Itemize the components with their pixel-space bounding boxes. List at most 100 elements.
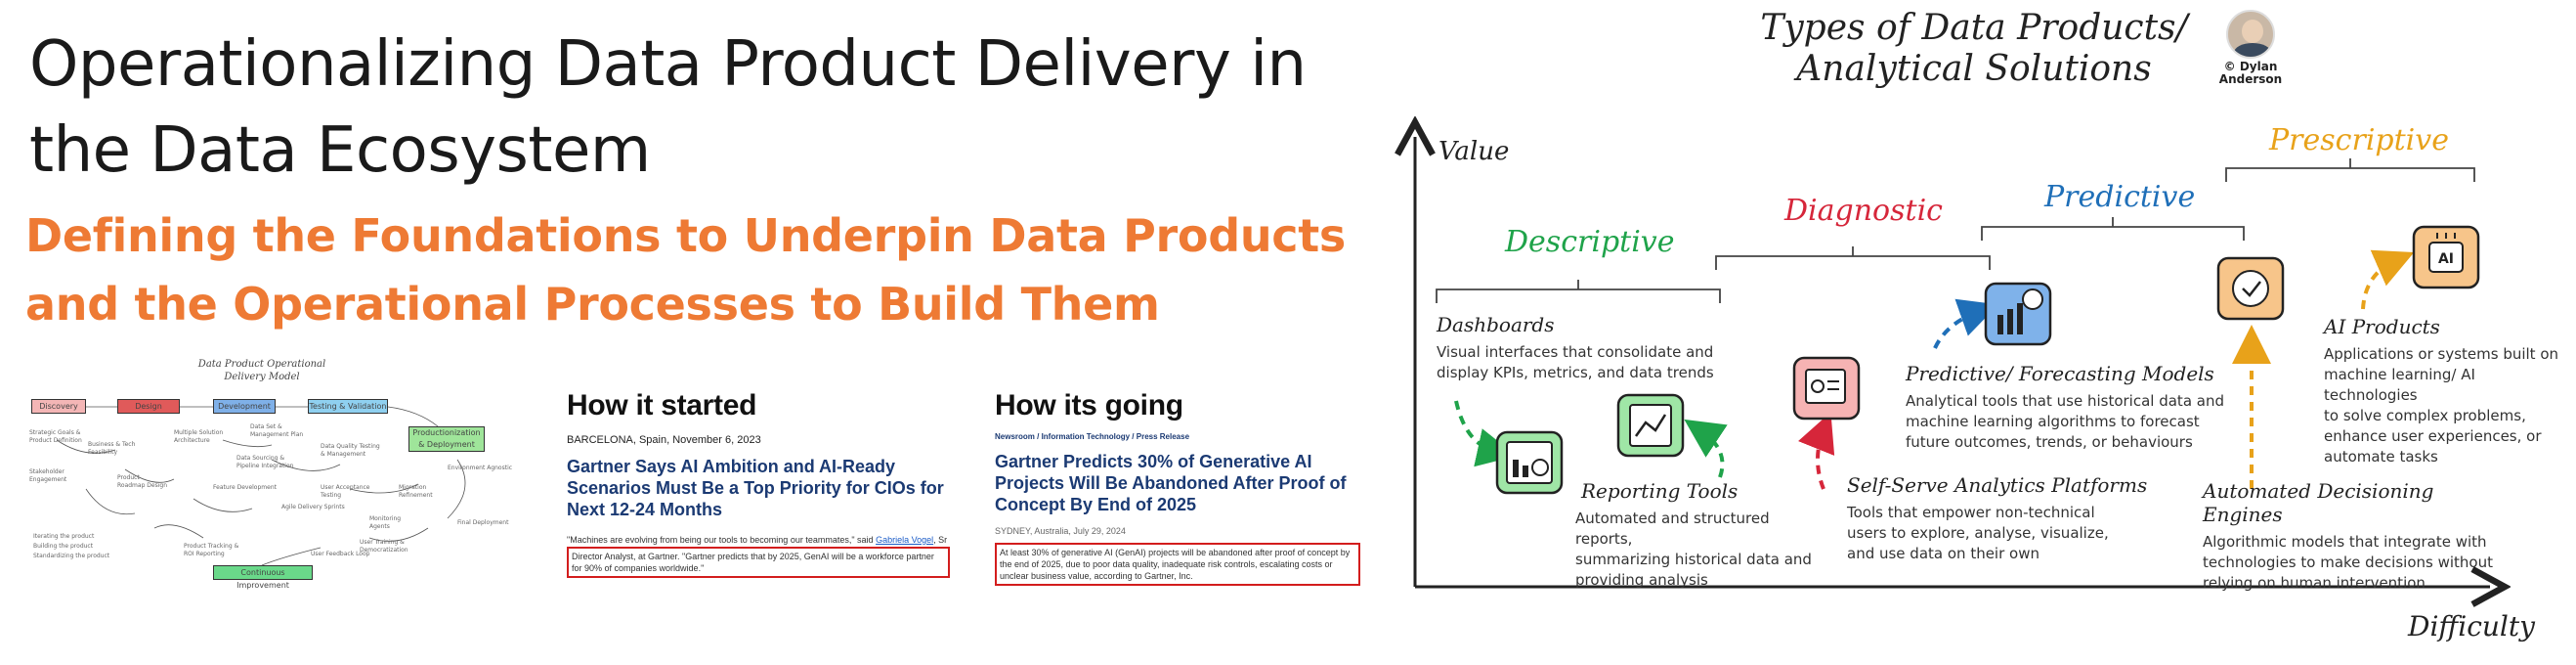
x-axis-label: Difficulty bbox=[2408, 610, 2535, 643]
svg-text:Product Tracking &: Product Tracking & bbox=[184, 543, 239, 550]
svg-text:Engagement: Engagement bbox=[29, 476, 67, 483]
quote-text: "Machines are evolving from being our to… bbox=[567, 535, 874, 545]
stage-development: Development bbox=[213, 399, 276, 414]
svg-text:Data Sourcing &: Data Sourcing & bbox=[236, 455, 284, 462]
author-credit-line-1: © Dylan bbox=[2223, 60, 2278, 73]
page-subtitle: Defining the Foundations to Underpin Dat… bbox=[25, 209, 1347, 331]
product-decisioning-desc-line: Algorithmic models that integrate with bbox=[2203, 533, 2487, 551]
product-reporting-tools: Reporting Tools Automated and structured… bbox=[1575, 479, 1829, 591]
arrow-descriptive-1 bbox=[1454, 400, 1517, 467]
svg-text:Democratization: Democratization bbox=[360, 547, 408, 554]
arrow-descriptive-2 bbox=[1684, 419, 1728, 478]
news-left-quote: "Machines are evolving from being our to… bbox=[567, 534, 958, 546]
svg-text:Multiple Solution: Multiple Solution bbox=[174, 429, 223, 436]
author-credit: © Dylan Anderson bbox=[2211, 61, 2291, 86]
svg-text:Agents: Agents bbox=[369, 523, 390, 530]
delivery-model-diagram: Data Product Operational Delivery Model … bbox=[27, 352, 555, 598]
svg-text:User Feedback Loop: User Feedback Loop bbox=[311, 551, 370, 557]
infographic-title-line-1: Types of Data Products/ bbox=[1760, 8, 2188, 48]
svg-text:Product Definition: Product Definition bbox=[29, 437, 82, 444]
product-decisioning-desc: Algorithmic models that integrate with t… bbox=[2203, 532, 2515, 594]
product-ai-name: AI Products bbox=[2324, 315, 2440, 338]
product-dashboards-desc-line: Visual interfaces that consolidate and bbox=[1437, 343, 1714, 361]
product-reporting-desc-line: Automated and structured reports, bbox=[1575, 510, 1770, 548]
svg-text:Standardizing the product: Standardizing the product bbox=[33, 553, 110, 559]
quote-text-end: , Sr bbox=[933, 535, 948, 545]
category-descriptive: Descriptive bbox=[1505, 225, 1675, 259]
svg-text:Roadmap Design: Roadmap Design bbox=[117, 482, 167, 489]
product-decisioning-name: Automated Decisioning Engines bbox=[2203, 479, 2434, 526]
category-diagnostic: Diagnostic bbox=[1784, 194, 1943, 228]
news-left-dateline: BARCELONA, Spain, November 6, 2023 bbox=[567, 434, 761, 446]
product-self-serve-desc-line: Tools that empower non-technical bbox=[1847, 504, 2095, 521]
svg-text:Feasibility: Feasibility bbox=[88, 449, 117, 456]
dashboard-icon bbox=[1495, 430, 1564, 495]
forecasting-icon bbox=[1984, 282, 2052, 346]
product-predictive-desc-line: machine learning algorithms to forecast bbox=[1906, 413, 2200, 430]
svg-text:Pipeline Integration: Pipeline Integration bbox=[236, 463, 294, 469]
decision-engine-icon bbox=[2216, 256, 2285, 321]
ai-product-icon: AI bbox=[2412, 225, 2480, 289]
product-ai-desc-line: automate tasks bbox=[2324, 448, 2438, 466]
news-left-headline: Gartner Says AI Ambition and AI-Ready Sc… bbox=[567, 457, 944, 519]
product-predictive-desc-line: future outcomes, trends, or behaviours bbox=[1906, 433, 2193, 451]
product-ai: AI Products Applications or systems buil… bbox=[2324, 315, 2568, 467]
news-left-heading: How it started bbox=[567, 389, 757, 421]
stage-testing: Testing & Validation bbox=[308, 399, 388, 414]
product-reporting-desc-line: providing analysis bbox=[1575, 571, 1708, 589]
svg-text:& Management: & Management bbox=[321, 451, 366, 458]
product-ai-desc-line: Applications or systems built on bbox=[2324, 345, 2559, 363]
svg-text:Data Quality Testing: Data Quality Testing bbox=[321, 443, 380, 450]
news-right-highlight: At least 30% of generative AI (GenAI) pr… bbox=[995, 543, 1360, 586]
news-left-highlight: Director Analyst, at Gartner. "Gartner p… bbox=[567, 547, 950, 578]
author-credit-line-2: Anderson bbox=[2218, 72, 2283, 86]
product-reporting-desc: Automated and structured reports, summar… bbox=[1575, 509, 1829, 591]
product-ai-desc-line: enhance user experiences, or bbox=[2324, 427, 2542, 445]
svg-text:Iterating the product: Iterating the product bbox=[33, 533, 95, 540]
svg-text:Final Deployment: Final Deployment bbox=[457, 519, 509, 526]
product-reporting-desc-line: summarizing historical data and bbox=[1575, 551, 1812, 568]
svg-text:ROI Reporting: ROI Reporting bbox=[184, 551, 225, 557]
product-decisioning: Automated Decisioning Engines Algorithmi… bbox=[2203, 479, 2515, 594]
arrow-prescriptive-2 bbox=[2361, 249, 2415, 310]
product-predictive-name: Predictive/ Forecasting Models bbox=[1906, 362, 2214, 385]
product-predictive-desc-line: Analytical tools that use historical dat… bbox=[1906, 392, 2224, 410]
news-right-breadcrumb[interactable]: Newsroom / Information Technology / Pres… bbox=[995, 432, 1190, 441]
bracket-descriptive bbox=[1436, 280, 1721, 303]
svg-text:Stakeholder: Stakeholder bbox=[29, 468, 64, 475]
product-predictive-desc: Analytical tools that use historical dat… bbox=[1906, 391, 2238, 453]
y-axis-label: Value bbox=[1438, 137, 1510, 166]
bracket-predictive bbox=[1981, 217, 2245, 241]
product-decisioning-desc-line: relying on human intervention bbox=[2203, 574, 2426, 592]
product-ai-desc: Applications or systems built on machine… bbox=[2324, 344, 2568, 467]
delivery-model-connectors: Strategic Goals &Product Definition Busi… bbox=[29, 406, 512, 566]
arrow-diagnostic bbox=[1798, 412, 1835, 490]
news-right-headline: Gartner Predicts 30% of Generative AI Pr… bbox=[995, 452, 1347, 514]
product-reporting-name: Reporting Tools bbox=[1581, 479, 1739, 503]
svg-text:Migration: Migration bbox=[399, 484, 426, 491]
stage-improvement: Continuous Improvement bbox=[213, 565, 313, 590]
quote-author-link[interactable]: Gabriela Vogel bbox=[876, 535, 934, 545]
product-self-serve-desc-line: and use data on their own bbox=[1847, 545, 2039, 562]
author-avatar bbox=[2226, 10, 2275, 59]
stage-design: Design bbox=[117, 399, 180, 414]
product-self-serve-name: Self-Serve Analytics Platforms bbox=[1847, 473, 2148, 497]
svg-text:Strategic Goals &: Strategic Goals & bbox=[29, 429, 81, 436]
svg-text:Monitoring: Monitoring bbox=[369, 515, 401, 522]
category-predictive: Predictive bbox=[2044, 180, 2196, 214]
report-icon bbox=[1616, 393, 1685, 458]
svg-text:User Training &: User Training & bbox=[360, 539, 405, 546]
product-dashboards-desc-line: display KPIs, metrics, and data trends bbox=[1437, 364, 1714, 381]
news-right-heading: How its going bbox=[995, 389, 1183, 421]
product-ai-desc-line: to solve complex problems, bbox=[2324, 407, 2526, 424]
product-dashboards-desc: Visual interfaces that consolidate and d… bbox=[1437, 342, 1730, 383]
delivery-model-title: Data Product Operational Delivery Model bbox=[197, 359, 326, 382]
product-decisioning-desc-line: technologies to make decisions without bbox=[2203, 554, 2493, 571]
svg-text:AI: AI bbox=[2438, 251, 2454, 267]
svg-text:Management Plan: Management Plan bbox=[250, 431, 303, 438]
svg-text:Refinement: Refinement bbox=[399, 492, 433, 499]
product-predictive: Predictive/ Forecasting Models Analytica… bbox=[1906, 362, 2238, 453]
svg-text:Architecture: Architecture bbox=[174, 437, 210, 444]
stage-production: Productionization & Deployment bbox=[408, 426, 485, 452]
bracket-diagnostic bbox=[1715, 246, 1991, 270]
